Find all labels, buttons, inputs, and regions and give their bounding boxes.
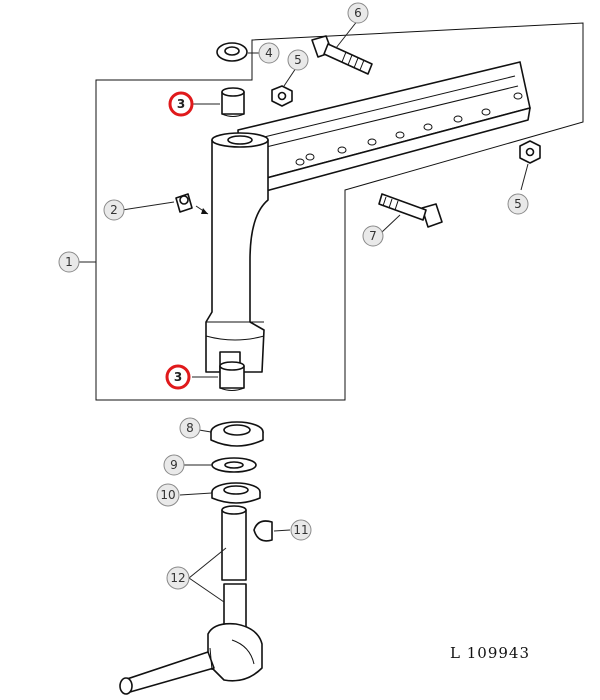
- callout-1: 1: [58, 251, 80, 273]
- callout-12: 12: [166, 566, 190, 590]
- axle-housing: [205, 132, 269, 373]
- callout-7: 7: [362, 225, 384, 247]
- bolt-part-6: [311, 35, 373, 75]
- callout-4-label: 4: [265, 46, 273, 60]
- callout-8-label: 8: [186, 421, 194, 435]
- callout-3-upper: 3: [168, 91, 194, 117]
- reference-code: L 109943: [450, 644, 530, 662]
- callout-10-label: 10: [160, 488, 175, 502]
- callout-3-lower-label: 3: [174, 370, 182, 384]
- callout-11-label: 11: [293, 523, 308, 537]
- axle-beam: [237, 61, 531, 199]
- callout-7-label: 7: [369, 229, 377, 243]
- callout-5-upper-label: 5: [294, 53, 302, 67]
- callout-6-label: 6: [354, 6, 362, 20]
- callout-3-upper-label: 3: [177, 97, 185, 111]
- seal-part-8: [210, 421, 264, 447]
- bearing-part-10: [211, 482, 261, 504]
- leader-lines: [78, 19, 529, 603]
- assembly-outline-part-1: [95, 22, 584, 401]
- callout-9: 9: [163, 454, 185, 476]
- bushing-upper: [221, 87, 245, 117]
- nut-upper: [271, 85, 293, 107]
- callout-4: 4: [258, 42, 280, 64]
- callout-1-label: 1: [65, 255, 73, 269]
- axle-beam-holes: [295, 92, 523, 166]
- callout-3-lower: 3: [165, 364, 191, 390]
- callout-6: 6: [347, 2, 369, 24]
- nut-right: [519, 140, 541, 164]
- callout-2: 2: [103, 199, 125, 221]
- callout-8: 8: [179, 417, 201, 439]
- callout-5-right-label: 5: [514, 197, 522, 211]
- key-part-11: [253, 520, 273, 542]
- callout-10: 10: [156, 483, 180, 507]
- spindle-part-12: [119, 505, 263, 695]
- seal-part-4: [216, 42, 248, 62]
- callout-5-right: 5: [507, 193, 529, 215]
- bolt-part-7: [378, 193, 443, 228]
- callout-9-label: 9: [170, 458, 178, 472]
- callout-5-upper: 5: [287, 49, 309, 71]
- callout-12-label: 12: [170, 571, 185, 585]
- bushing-lower: [219, 361, 245, 391]
- callout-11: 11: [290, 519, 312, 541]
- callout-2-label: 2: [110, 203, 118, 217]
- washer-part-9: [211, 457, 257, 473]
- grease-fitting: [175, 193, 209, 215]
